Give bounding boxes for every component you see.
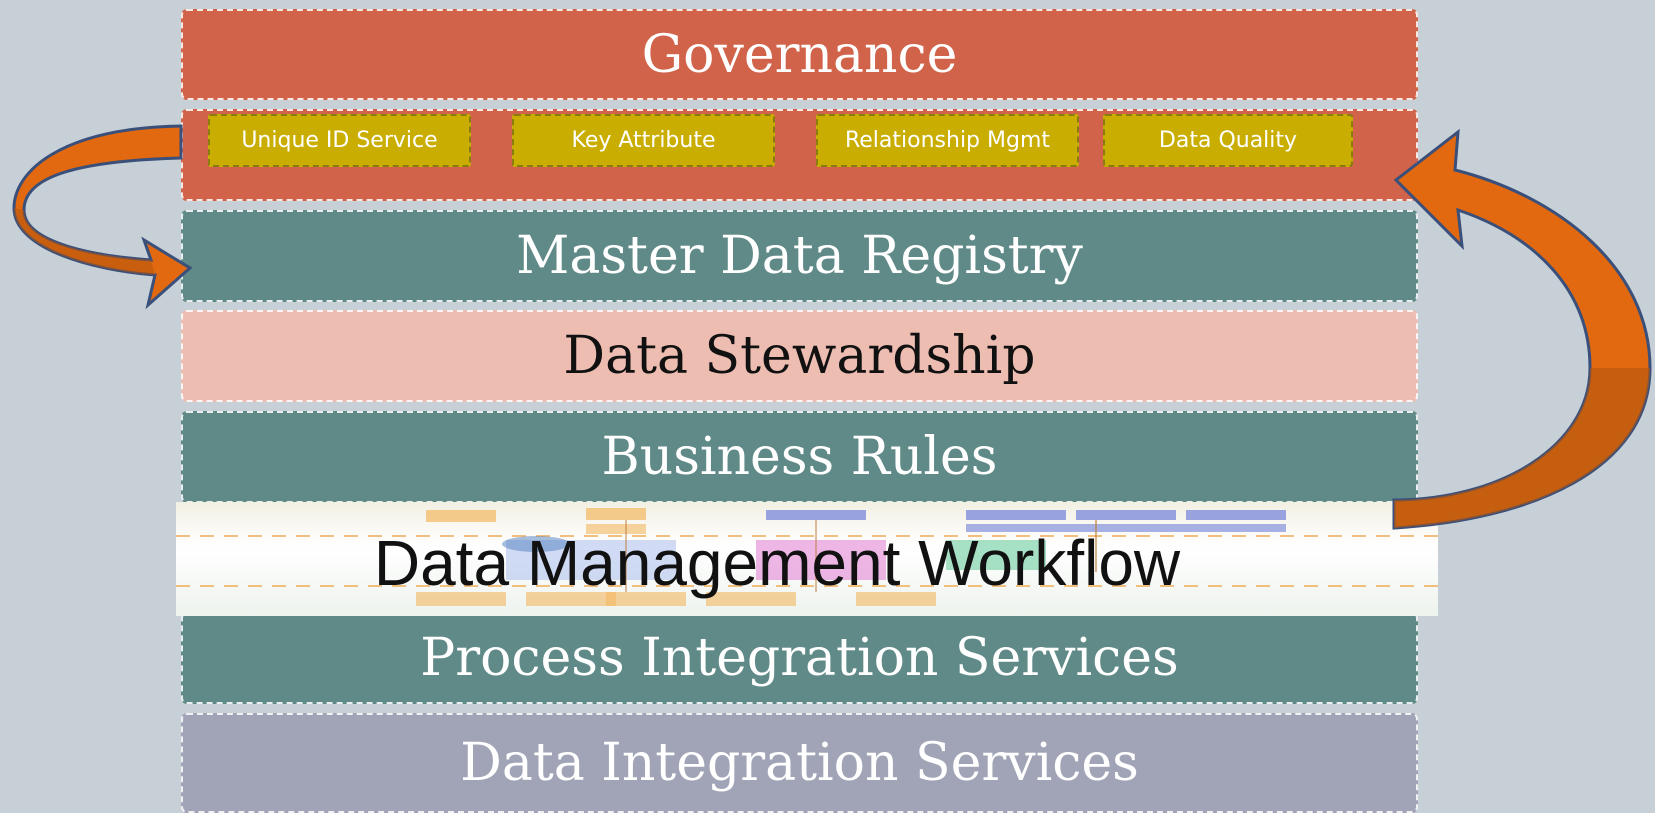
- service-box-key-attribute: Key Attribute: [512, 114, 775, 167]
- left-curved-arrow-icon: [12, 124, 193, 310]
- data-stewardship-label: Data Stewardship: [563, 326, 1036, 386]
- service-label: Data Quality: [1158, 128, 1298, 153]
- master-data-registry-layer: Master Data Registry: [181, 210, 1418, 302]
- business-rules-label: Business Rules: [601, 427, 998, 487]
- service-label: Relationship Mgmt: [844, 128, 1051, 153]
- governance-label: Governance: [641, 24, 958, 85]
- data-integration-services-label: Data Integration Services: [460, 733, 1139, 793]
- service-box-relationship-mgmt: Relationship Mgmt: [816, 114, 1079, 167]
- business-rules-layer: Business Rules: [181, 411, 1418, 503]
- workflow-diagram-strip: Data Management Workflow: [176, 502, 1438, 616]
- service-label: Key Attribute: [571, 128, 716, 153]
- master-data-registry-label: Master Data Registry: [516, 226, 1083, 286]
- workflow-background-diagram: [176, 508, 1438, 606]
- process-integration-services-label: Process Integration Services: [420, 628, 1179, 688]
- service-label: Unique ID Service: [241, 128, 438, 153]
- data-integration-services-layer: Data Integration Services: [181, 713, 1418, 813]
- data-management-workflow-label: Data Management Workflow: [373, 527, 1181, 599]
- data-stewardship-layer: Data Stewardship: [181, 310, 1418, 402]
- governance-layer: Governance: [181, 9, 1418, 100]
- service-box-data-quality: Data Quality: [1103, 114, 1353, 167]
- process-integration-services-layer: Process Integration Services: [181, 612, 1418, 704]
- service-box-unique-id: Unique ID Service: [208, 114, 471, 167]
